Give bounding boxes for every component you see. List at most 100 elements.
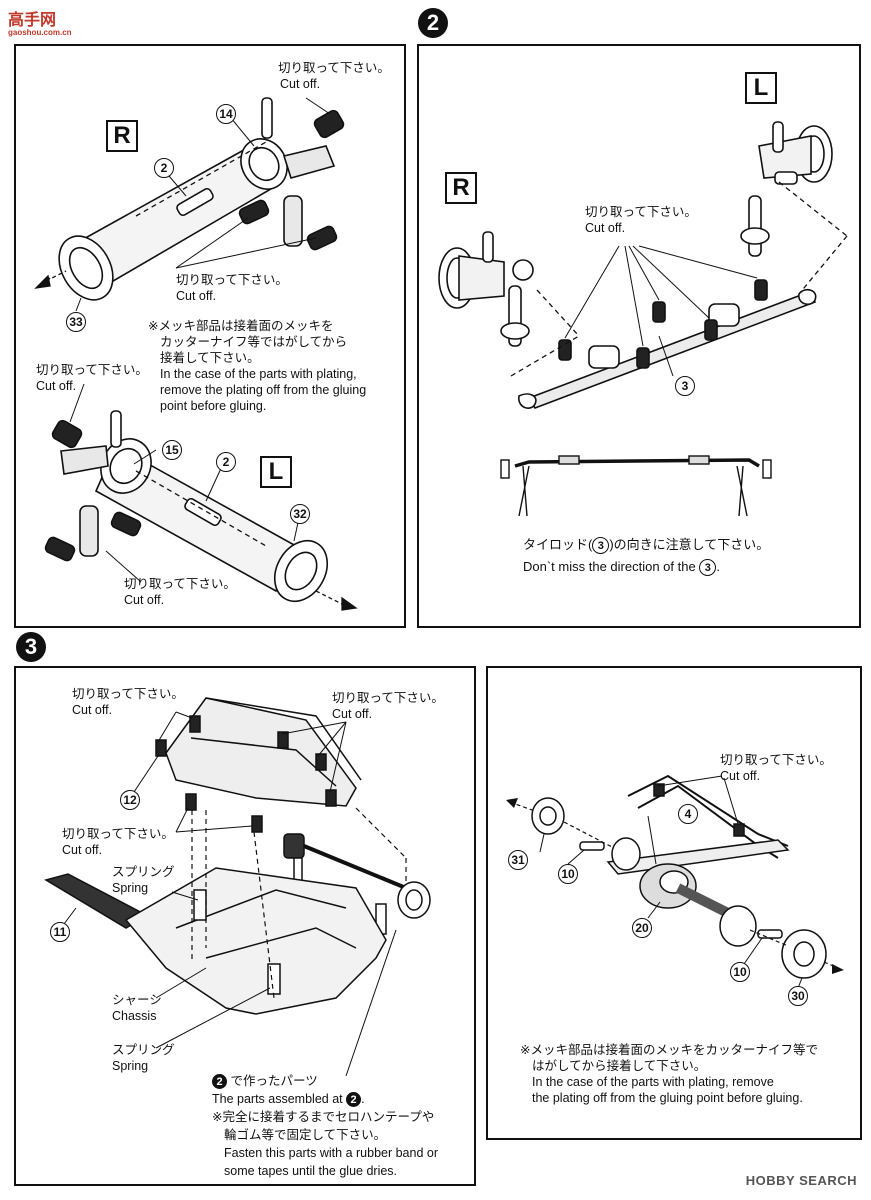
assembled-jp-line: 2 で作ったパーツ bbox=[212, 1072, 438, 1090]
step-2-inline-badge: 2 bbox=[346, 1092, 362, 1108]
cut-off-note-bottom: 切り取って下さい。 Cut off. bbox=[124, 576, 236, 608]
part-number-12: 12 bbox=[120, 790, 140, 810]
left-side-label: L bbox=[745, 72, 777, 104]
tie-rod-note-en-pre: Don`t miss the direction of the bbox=[523, 559, 696, 574]
site-logo-url: gaoshou.com.cn bbox=[8, 28, 72, 37]
chassis-en: Chassis bbox=[112, 1009, 157, 1023]
watermark: HOBBY SEARCH bbox=[745, 1173, 857, 1188]
cut-off-en: Cut off. bbox=[585, 221, 626, 235]
cut-off-jp: 切り取って下さい。 bbox=[332, 691, 444, 705]
cut-off-jp: 切り取って下さい。 bbox=[176, 273, 288, 287]
plating-note-line: remove the plating off from the gluing bbox=[160, 383, 367, 397]
axle-right-illustration bbox=[34, 97, 358, 611]
plating-note-line: 接着して下さい。 bbox=[160, 351, 260, 365]
cut-off-note: 切り取って下さい。 Cut off. bbox=[585, 204, 697, 236]
spring-en: Spring bbox=[112, 881, 149, 895]
part-number-20: 20 bbox=[632, 918, 652, 938]
cut-off-en: Cut off. bbox=[36, 379, 77, 393]
assembled-jp: で作ったパーツ bbox=[230, 1074, 318, 1088]
cut-off-en: Cut off. bbox=[720, 769, 761, 783]
cut-off-en: Cut off. bbox=[124, 593, 165, 607]
cut-off-note-left: 切り取って下さい。 Cut off. bbox=[36, 362, 148, 394]
part-number-32: 32 bbox=[290, 504, 310, 524]
cut-off-jp: 切り取って下さい。 bbox=[278, 61, 390, 75]
step-2-badge: 2 bbox=[418, 8, 448, 38]
rear-axle-illustration bbox=[506, 774, 844, 989]
tie-rod-part-circle: 3 bbox=[699, 559, 717, 577]
step4-panel: 切り取って下さい。 Cut off. 4 31 10 20 10 30 ※メッキ… bbox=[486, 666, 862, 1140]
part-number-11: 11 bbox=[50, 922, 70, 942]
chassis-jp: シャーシ bbox=[112, 993, 162, 1007]
right-side-label: R bbox=[106, 120, 138, 152]
cut-off-en: Cut off. bbox=[62, 843, 103, 857]
part-number-31: 31 bbox=[508, 850, 528, 870]
tape-note-line: some tapes until the glue dries. bbox=[224, 1164, 398, 1178]
plating-note: ※メッキ部品は接着面のメッキをカッターナイフ等で はがしてから接着して下さい。 … bbox=[520, 1042, 818, 1106]
plating-note-line: point before gluing. bbox=[160, 399, 267, 413]
tape-note-line: ※完全に接着するまでセロハンテープや bbox=[212, 1110, 435, 1124]
assembled-parts-note: 2 で作ったパーツ The parts assembled at 2. ※完全に… bbox=[212, 1072, 438, 1180]
cut-off-jp: 切り取って下さい。 bbox=[72, 687, 184, 701]
assembled-en-line: The parts assembled at 2. bbox=[212, 1092, 365, 1108]
plating-note: ※メッキ部品は接着面のメッキを カッターナイフ等ではがしてから 接着して下さい。… bbox=[148, 318, 366, 414]
tie-rod-note-jp-post: )の向きに注意して下さい。 bbox=[609, 537, 770, 552]
step1-panel: R bbox=[14, 44, 406, 628]
cut-off-en: Cut off. bbox=[280, 77, 321, 91]
plating-note-line: the plating off from the gluing point be… bbox=[532, 1091, 803, 1105]
tie-rod-note-jp-pre: タイロッド( bbox=[523, 537, 593, 552]
part-number-10: 10 bbox=[730, 962, 750, 982]
site-logo-text: 高手网 bbox=[8, 12, 57, 29]
part-number-4: 4 bbox=[678, 804, 698, 824]
part-number-30: 30 bbox=[788, 986, 808, 1006]
cut-off-note-top: 切り取って下さい。 Cut off. bbox=[278, 60, 390, 92]
assembled-en: The parts assembled at bbox=[212, 1092, 343, 1106]
site-logo: 高手网 gaoshou.com.cn bbox=[8, 6, 72, 37]
right-side-label: R bbox=[445, 172, 477, 204]
part-number-2: 2 bbox=[154, 158, 174, 178]
plating-note-line: カッターナイフ等ではがしてから bbox=[160, 335, 348, 349]
cut-off-note: 切り取って下さい。 Cut off. bbox=[720, 752, 832, 784]
tie-rod-part-circle: 3 bbox=[592, 537, 610, 555]
part-number-15: 15 bbox=[162, 440, 182, 460]
cut-off-en: Cut off. bbox=[72, 703, 113, 717]
spring-label-upper: スプリング Spring bbox=[112, 864, 175, 896]
chassis-illustration bbox=[44, 697, 431, 1077]
cut-off-jp: 切り取って下さい。 bbox=[124, 577, 236, 591]
plating-note-line: In the case of the parts with plating, r… bbox=[532, 1075, 774, 1089]
cut-off-note-top-left: 切り取って下さい。 Cut off. bbox=[72, 686, 184, 718]
tape-note-line: 輪ゴム等で固定して下さい。 bbox=[224, 1128, 387, 1142]
spring-jp: スプリング bbox=[112, 1043, 175, 1057]
plating-note-line: ※メッキ部品は接着面のメッキを bbox=[148, 319, 334, 333]
cut-off-en: Cut off. bbox=[176, 289, 217, 303]
cut-off-en: Cut off. bbox=[332, 707, 373, 721]
tape-note-line: Fasten this parts with a rubber band or bbox=[224, 1146, 439, 1160]
plating-note-line: In the case of the parts with plating, bbox=[160, 367, 357, 381]
part-number-3: 3 bbox=[675, 376, 695, 396]
tie-rod-note-jp: タイロッド(3)の向きに注意して下さい。 bbox=[523, 534, 769, 556]
cut-off-jp: 切り取って下さい。 bbox=[585, 205, 697, 219]
plating-note-line: ※メッキ部品は接着面のメッキをカッターナイフ等で bbox=[520, 1043, 818, 1057]
part-number-14: 14 bbox=[216, 104, 236, 124]
cut-off-jp: 切り取って下さい。 bbox=[36, 363, 148, 377]
spring-jp: スプリング bbox=[112, 865, 175, 879]
chassis-label: シャーシ Chassis bbox=[112, 992, 162, 1024]
part-number-2: 2 bbox=[216, 452, 236, 472]
cut-off-note-mid: 切り取って下さい。 Cut off. bbox=[62, 826, 174, 858]
step3-panel: 切り取って下さい。 Cut off. 切り取って下さい。 Cut off. 12… bbox=[14, 666, 476, 1186]
step-3-badge: 3 bbox=[16, 632, 46, 662]
cut-off-note-mid: 切り取って下さい。 Cut off. bbox=[176, 272, 288, 304]
tie-rod-note-en: Don`t miss the direction of the 3. bbox=[523, 556, 769, 578]
tie-rod-note-en-post: . bbox=[716, 559, 720, 574]
cut-off-jp: 切り取って下さい。 bbox=[720, 753, 832, 767]
part-number-10: 10 bbox=[558, 864, 578, 884]
spring-label-lower: スプリング Spring bbox=[112, 1042, 175, 1074]
cut-off-jp: 切り取って下さい。 bbox=[62, 827, 174, 841]
plating-note-line: はがしてから接着して下さい。 bbox=[532, 1059, 707, 1073]
step-2-inline-badge: 2 bbox=[212, 1074, 227, 1090]
spring-en: Spring bbox=[112, 1059, 149, 1073]
step2-panel: L R bbox=[417, 44, 861, 628]
tie-rod-illustration bbox=[438, 121, 848, 517]
cut-off-note-top-right: 切り取って下さい。 Cut off. bbox=[332, 690, 444, 722]
part-number-33: 33 bbox=[66, 312, 86, 332]
tie-rod-direction-note: タイロッド(3)の向きに注意して下さい。 Don`t miss the dire… bbox=[523, 534, 769, 578]
